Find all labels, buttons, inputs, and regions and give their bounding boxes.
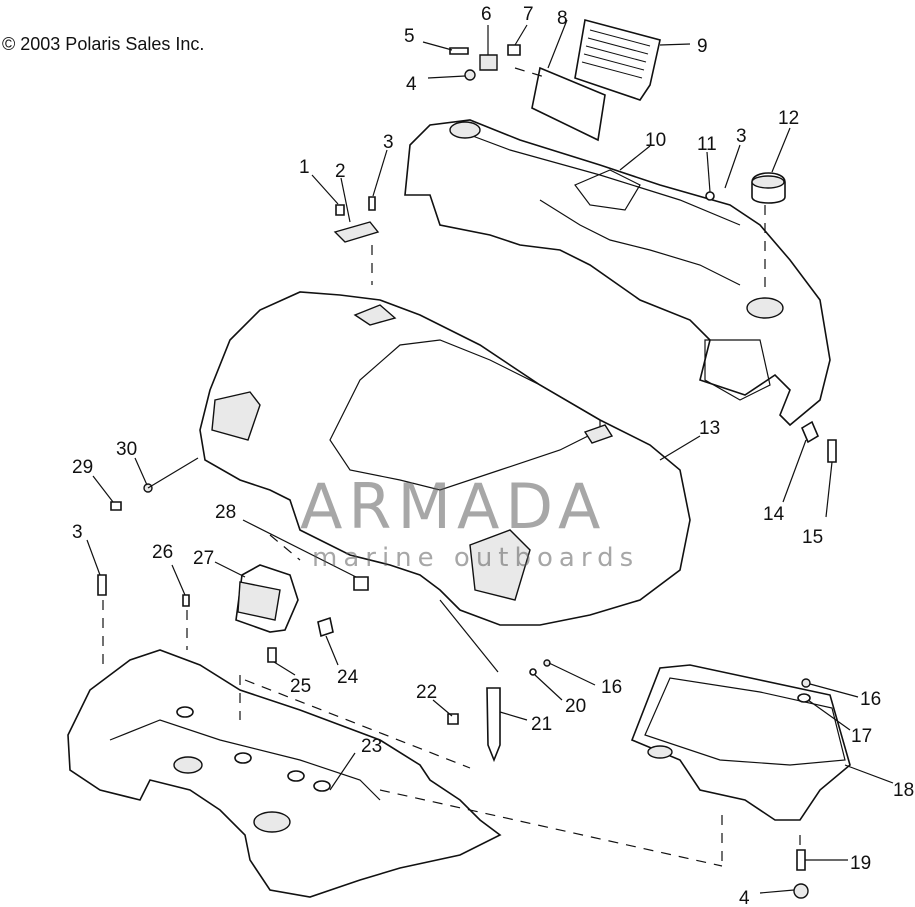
- callout-10: 10: [645, 130, 666, 151]
- callout-13: 13: [699, 418, 720, 439]
- part-3-screw-top: [368, 196, 376, 211]
- leader-lines: [86, 19, 894, 894]
- callout-19: 19: [850, 853, 871, 874]
- callout-labels: 1 2 3 3 3 4 4 5 6 7 8 9 10 11 12 13 14 1…: [72, 4, 914, 907]
- part-10-front-panel: [404, 119, 831, 427]
- callout-3-floor: 3: [72, 522, 83, 543]
- callout-26: 26: [152, 542, 173, 563]
- part-21-strap: [486, 687, 501, 763]
- part-4-nut-top: [464, 69, 476, 81]
- part-3-screw-lower: [97, 574, 107, 596]
- callout-8: 8: [557, 8, 568, 29]
- callout-21: 21: [531, 714, 552, 735]
- callout-14: 14: [763, 504, 785, 525]
- part-19-bolt: [796, 849, 806, 871]
- part-4-nut-bottom: [793, 883, 809, 899]
- part-10-cup-right: [746, 297, 784, 319]
- callout-9: 9: [697, 36, 708, 57]
- callout-17: 17: [851, 726, 872, 747]
- callout-4-bottom: 4: [739, 888, 750, 907]
- callout-15: 15: [802, 527, 823, 548]
- part-11-washer: [705, 191, 715, 201]
- callout-16-lower: 16: [860, 689, 881, 710]
- callout-2: 2: [335, 161, 346, 182]
- part-15-screw: [827, 439, 837, 463]
- callout-24: 24: [337, 667, 359, 688]
- part-13-hood: [199, 291, 691, 626]
- part-28-bolt: [353, 576, 369, 591]
- part-13-light-right: [469, 529, 531, 601]
- copyright-notice: © 2003 Polaris Sales Inc.: [2, 34, 205, 54]
- callout-4-top: 4: [406, 74, 417, 95]
- part-7-bolt: [507, 44, 521, 56]
- part-24-bulb: [317, 616, 334, 638]
- callout-11: 11: [697, 134, 717, 155]
- part-16-nut-b: [801, 678, 811, 688]
- part-23-floor-panel: [67, 649, 502, 898]
- part-14-clip: [800, 420, 820, 444]
- part-22-screw: [447, 713, 459, 725]
- callout-7: 7: [523, 4, 534, 25]
- part-26-screw: [182, 594, 190, 607]
- callout-25: 25: [290, 676, 311, 697]
- callout-1: 1: [299, 157, 310, 178]
- callout-6: 6: [481, 4, 492, 25]
- callout-5: 5: [404, 26, 415, 47]
- callout-23: 23: [361, 736, 382, 757]
- callout-12: 12: [778, 108, 799, 129]
- part-2-latch-plate: [333, 221, 380, 243]
- part-23-hole-2: [253, 811, 291, 833]
- assembly-lines: [102, 67, 801, 867]
- callout-29: 29: [72, 457, 93, 478]
- part-20-washer: [529, 668, 537, 676]
- callout-28: 28: [215, 502, 236, 523]
- part-5-screw: [449, 47, 469, 55]
- part-25-screw: [267, 647, 277, 663]
- callout-3-latch: 3: [383, 132, 394, 153]
- callout-18: 18: [893, 780, 914, 801]
- part-23-hole-1: [173, 756, 203, 774]
- part-1-screw: [335, 204, 345, 216]
- part-9-grille: [574, 19, 661, 101]
- callout-3-panel: 3: [736, 126, 747, 147]
- part-13-light-left: [211, 391, 261, 441]
- callout-22: 22: [416, 682, 437, 703]
- part-29-screw: [110, 501, 122, 511]
- callout-30: 30: [116, 439, 137, 460]
- part-18-storage-box: [630, 664, 851, 821]
- part-6-bracket: [479, 54, 498, 71]
- part-8-gasket: [531, 66, 606, 142]
- part-17-washer: [797, 693, 811, 703]
- part-10-cup-left: [449, 121, 481, 139]
- callout-16-upper: 16: [601, 677, 622, 698]
- callout-20: 20: [565, 696, 586, 717]
- callout-27: 27: [193, 548, 214, 569]
